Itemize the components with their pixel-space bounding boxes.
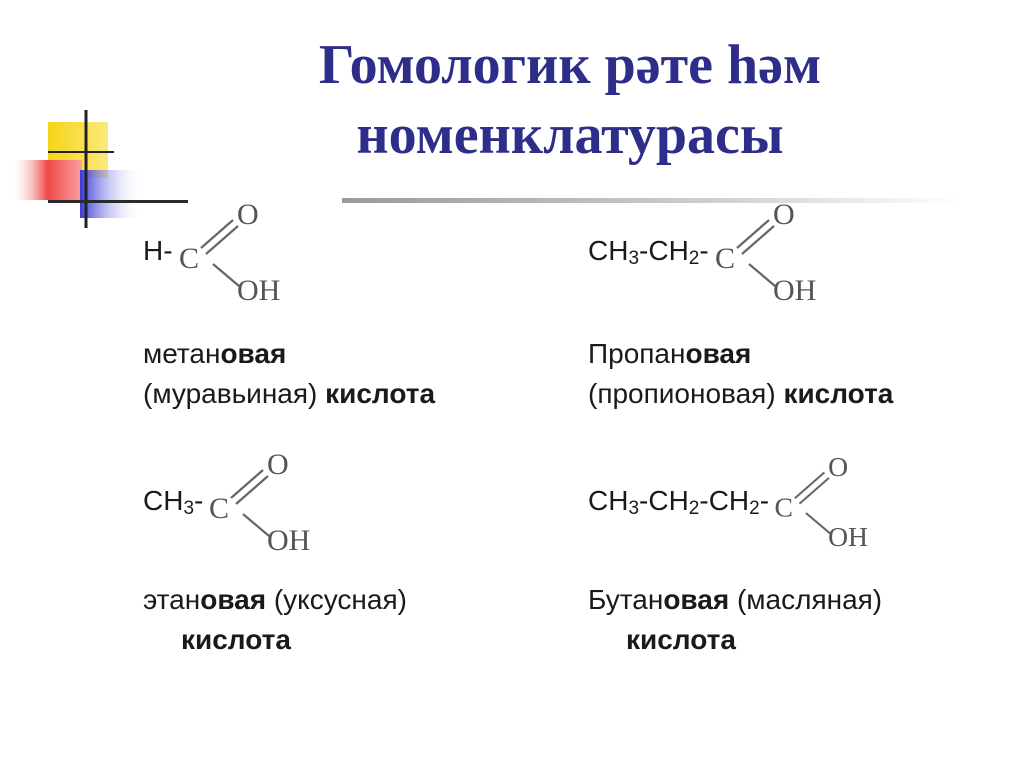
acid-name-propanoic: Пропановая (пропионовая) кислота [588,338,894,409]
deco-blue-bar [80,170,142,218]
svg-text:C: C [179,242,199,275]
formula-prefix: CH3-CH2- [588,235,709,269]
formula-butanoic: CH3-CH2-CH2- C O OH [588,446,889,556]
formula-propanoic: CH3-CH2- C O OH [588,196,839,306]
slide-title: Гомологик рәте һәм номенклатурасы [200,30,940,170]
svg-text:O: O [237,198,259,231]
carboxyl-structure-icon: C O OH [715,198,816,306]
svg-text:O: O [828,451,848,482]
carboxyl-structure-icon: C O OH [179,198,280,306]
carboxyl-structure-icon: C O OH [209,448,310,556]
title-underline-left [48,200,188,203]
acid-name-methanoic: метановая (муравьиная) кислота [143,338,436,409]
title-underline-right [342,198,962,203]
formula-prefix: CH3-CH2-CH2- [588,485,770,519]
title-line-1: Гомологик рәте һәм [318,34,822,96]
svg-text:C: C [715,242,735,275]
svg-text:OH: OH [773,274,816,306]
svg-text:OH: OH [267,524,310,556]
carboxyl-structure-icon: C O OH [775,451,869,552]
acid-name-butanoic: Бутановая (масляная) кислота [588,584,883,655]
formula-prefix: CH3- [143,485,204,519]
svg-text:C: C [775,492,793,523]
svg-text:O: O [267,448,289,481]
corner-decoration [12,110,142,228]
acid-name-ethanoic: этановая (уксусная) кислота [143,584,407,655]
formula-methanoic: H- C O OH [143,196,303,306]
svg-text:OH: OH [237,274,280,306]
svg-text:O: O [773,198,795,231]
title-line-2: номенклатурасы [356,104,784,166]
deco-red-bar [12,160,82,200]
formula-ethanoic: CH3- C O OH [143,446,333,556]
svg-text:OH: OH [828,521,868,552]
svg-text:C: C [209,492,229,525]
formula-prefix: H- [143,235,173,266]
